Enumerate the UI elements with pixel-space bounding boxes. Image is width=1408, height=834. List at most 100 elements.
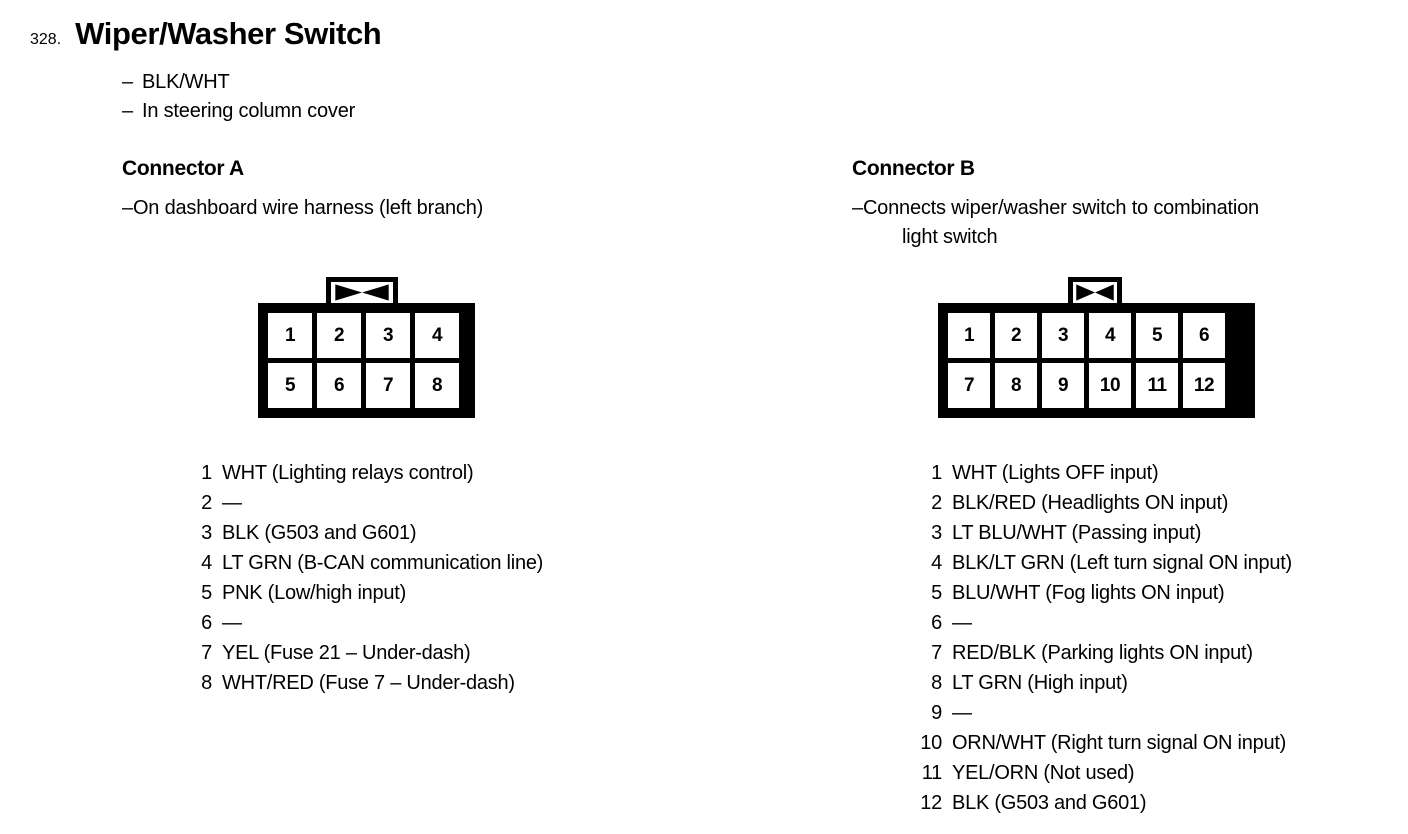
pin-list-item: 10 ORN/WHT (Right turn signal ON input) [900, 732, 1292, 762]
pin-cell: 5 [1136, 313, 1178, 358]
pin-number: 9 [931, 702, 942, 724]
pin-number: 1 [201, 462, 212, 484]
connector-a-heading: Connector A [122, 157, 244, 180]
pin-description: WHT (Lighting relays control) [222, 462, 474, 484]
pin-list-item: 12 BLK (G503 and G601) [900, 792, 1292, 822]
note-line-wire-color: –BLK/WHT [122, 68, 230, 96]
pin-cell: 1 [948, 313, 990, 358]
note-line-location: –In steering column cover [122, 97, 355, 125]
connector-b-description-continued: light switch [902, 226, 998, 248]
bowtie-latch-icon [1076, 284, 1114, 301]
pin-description: — [952, 702, 972, 724]
pin-number: 6 [931, 612, 942, 634]
pin-list-item: 7 YEL (Fuse 21 – Under-dash) [170, 642, 543, 672]
connector-a-pin-list: 1 WHT (Lighting relays control) 2 — 3 BL… [170, 462, 543, 702]
connector-a-description: –On dashboard wire harness (left branch) [122, 194, 483, 223]
pin-description: BLK (G503 and G601) [952, 792, 1147, 814]
pin-number: 2 [931, 492, 942, 514]
pin-list-item: 6 — [900, 612, 1292, 642]
connector-b-diagram: 1 2 3 4 5 6 7 8 9 10 11 12 [938, 277, 1255, 418]
note-text: BLK/WHT [142, 71, 230, 93]
pin-number: 10 [920, 732, 942, 754]
pin-cell: 6 [1183, 313, 1225, 358]
pin-number: 1 [931, 462, 942, 484]
bullet-dash-icon: – [852, 197, 863, 219]
connector-a-description-text: On dashboard wire harness (left branch) [132, 197, 484, 219]
pin-description: PNK (Low/high input) [222, 582, 406, 604]
connector-a-latch-tab [326, 277, 398, 303]
pin-number: 4 [201, 552, 212, 574]
connector-b-pin-list: 1 WHT (Lights OFF input) 2 BLK/RED (Head… [900, 462, 1292, 822]
pin-cell: 9 [1042, 363, 1084, 408]
note-text: In steering column cover [142, 100, 356, 122]
pin-description: BLK/LT GRN (Left turn signal ON input) [952, 552, 1292, 574]
connector-a-pin-grid: 1 2 3 4 5 6 7 8 [258, 303, 475, 418]
pin-list-item: 1 WHT (Lighting relays control) [170, 462, 543, 492]
pin-description: WHT/RED (Fuse 7 – Under-dash) [222, 672, 515, 694]
page-number: 328. [30, 31, 62, 48]
pin-number: 8 [931, 672, 942, 694]
pin-description: — [222, 612, 242, 634]
pin-number: 2 [201, 492, 212, 514]
pin-number: 11 [921, 762, 943, 784]
connector-b-description: –Connects wiper/washer switch to combina… [852, 194, 1259, 223]
connector-a-diagram: 1 2 3 4 5 6 7 8 [258, 277, 475, 418]
bullet-dash-icon: – [122, 71, 133, 93]
pin-description: YEL/ORN (Not used) [952, 762, 1135, 784]
pin-list-item: 1 WHT (Lights OFF input) [900, 462, 1292, 492]
pin-description: LT GRN (High input) [952, 672, 1128, 694]
pin-cell: 3 [366, 313, 410, 358]
connector-b-description-text: Connects wiper/washer switch to combinat… [862, 197, 1259, 219]
pin-cell: 7 [366, 363, 410, 408]
pin-cell: 1 [268, 313, 312, 358]
pin-description: WHT (Lights OFF input) [952, 462, 1159, 484]
pin-list-item: 8 LT GRN (High input) [900, 672, 1292, 702]
pin-cell: 7 [948, 363, 990, 408]
pin-cell: 8 [995, 363, 1037, 408]
pin-number: 7 [931, 642, 942, 664]
pin-description: ORN/WHT (Right turn signal ON input) [952, 732, 1287, 754]
pin-number: 6 [201, 612, 212, 634]
pin-cell: 8 [415, 363, 459, 408]
pin-cell: 3 [1042, 313, 1084, 358]
pin-number: 7 [201, 642, 212, 664]
bullet-dash-icon: – [122, 100, 133, 122]
page-title: 328. Wiper/Washer Switch [30, 16, 382, 52]
pin-number: 4 [931, 552, 942, 574]
pin-cell: 6 [317, 363, 361, 408]
pin-list-item: 5 BLU/WHT (Fog lights ON input) [900, 582, 1292, 612]
pin-description: BLU/WHT (Fog lights ON input) [952, 582, 1225, 604]
pin-description: YEL (Fuse 21 – Under-dash) [222, 642, 471, 664]
pin-list-item: 7 RED/BLK (Parking lights ON input) [900, 642, 1292, 672]
pin-list-item: 4 BLK/LT GRN (Left turn signal ON input) [900, 552, 1292, 582]
pin-description: RED/BLK (Parking lights ON input) [952, 642, 1253, 664]
pin-list-item: 2 BLK/RED (Headlights ON input) [900, 492, 1292, 522]
pin-description: BLK/RED (Headlights ON input) [952, 492, 1229, 514]
pin-cell: 2 [317, 313, 361, 358]
pin-description: LT GRN (B-CAN communication line) [222, 552, 544, 574]
pin-number: 5 [201, 582, 212, 604]
pin-list-item: 3 LT BLU/WHT (Passing input) [900, 522, 1292, 552]
pin-description: LT BLU/WHT (Passing input) [952, 522, 1202, 544]
pin-number: 8 [201, 672, 212, 694]
pin-cell: 10 [1089, 363, 1131, 408]
page-title-text: Wiper/Washer Switch [75, 16, 382, 51]
pin-cell: 4 [1089, 313, 1131, 358]
connector-b-heading: Connector B [852, 157, 975, 180]
pin-list-item: 11 YEL/ORN (Not used) [900, 762, 1292, 792]
pin-description: — [952, 612, 972, 634]
pin-list-item: 5 PNK (Low/high input) [170, 582, 543, 612]
connector-b-latch-tab [1068, 277, 1122, 303]
pin-list-item: 2 — [170, 492, 543, 522]
pin-list-item: 9 — [900, 702, 1292, 732]
pin-description: — [222, 492, 242, 514]
pin-cell: 11 [1136, 363, 1178, 408]
pin-cell: 4 [415, 313, 459, 358]
bowtie-latch-icon [335, 284, 389, 301]
pin-number: 5 [931, 582, 942, 604]
pin-description: BLK (G503 and G601) [222, 522, 417, 544]
connector-b-pin-grid: 1 2 3 4 5 6 7 8 9 10 11 12 [938, 303, 1255, 418]
pin-number: 12 [920, 792, 942, 814]
pin-list-item: 8 WHT/RED (Fuse 7 – Under-dash) [170, 672, 543, 702]
pin-cell: 2 [995, 313, 1037, 358]
